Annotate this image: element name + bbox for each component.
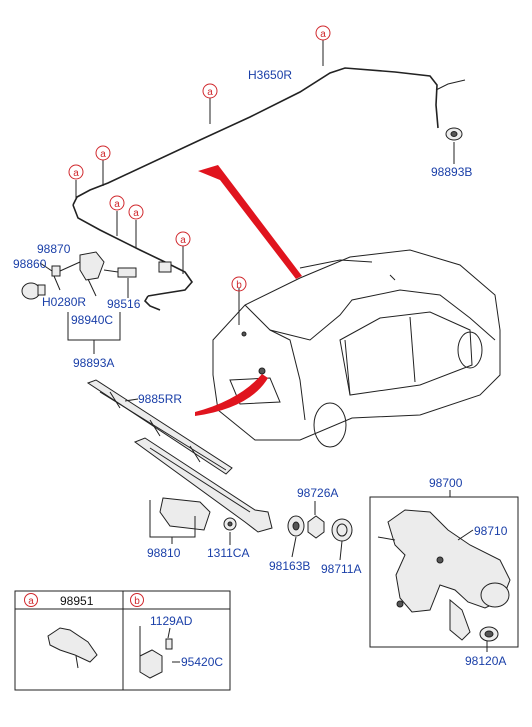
table-part-98951: 98951 bbox=[60, 594, 94, 608]
svg-text:a: a bbox=[133, 208, 139, 219]
label-98893B: 98893B bbox=[431, 165, 472, 179]
connector-98940C bbox=[59, 251, 105, 281]
svg-text:a: a bbox=[73, 168, 79, 179]
connector-98516 bbox=[103, 261, 172, 278]
label-98120A: 98120A bbox=[465, 654, 506, 668]
svg-text:a: a bbox=[320, 29, 326, 40]
label-98860: 98860 bbox=[13, 257, 47, 271]
seal-98711A bbox=[331, 518, 353, 542]
clip-98951 bbox=[47, 627, 98, 669]
svg-text:a: a bbox=[207, 87, 213, 98]
table-ref-b: b bbox=[130, 593, 144, 607]
grommet-98893B bbox=[445, 127, 463, 141]
label-98810: 98810 bbox=[147, 546, 181, 560]
ref-marker-a: a bbox=[109, 195, 125, 211]
callout-arrow-wiper bbox=[195, 374, 268, 416]
ref-marker-a: a bbox=[68, 164, 84, 180]
ref-markers: a a a a a a a b bbox=[68, 25, 331, 292]
callout-arrow-hose bbox=[198, 165, 302, 279]
label-98516: 98516 bbox=[107, 297, 141, 311]
svg-text:a: a bbox=[28, 596, 34, 607]
svg-text:a: a bbox=[180, 235, 186, 246]
table-ref-a: a bbox=[24, 593, 38, 607]
label-98940C: 98940C bbox=[71, 313, 113, 327]
wiper-blade-9885RR bbox=[86, 379, 233, 475]
svg-text:a: a bbox=[114, 199, 120, 210]
label-H0280R: H0280R bbox=[42, 295, 86, 309]
ref-marker-a: a bbox=[315, 25, 331, 41]
nozzle-98860 bbox=[21, 282, 46, 300]
ref-marker-a: a bbox=[202, 83, 218, 99]
part-labels: H3650R 98893B 98870 98860 H0280R 98516 9… bbox=[13, 68, 508, 668]
washer-hose-H3650R bbox=[72, 67, 466, 311]
label-98163B: 98163B bbox=[269, 559, 310, 573]
label-1311CA: 1311CA bbox=[207, 546, 249, 560]
nut-1311CA bbox=[223, 517, 237, 531]
ref-marker-a: a bbox=[95, 145, 111, 161]
label-H3650R: H3650R bbox=[248, 68, 292, 82]
ref-marker-a: a bbox=[175, 231, 191, 247]
bracket-95420C bbox=[139, 626, 180, 679]
motor-assembly-box bbox=[369, 496, 519, 648]
label-98726A: 98726A bbox=[297, 486, 338, 500]
label-98870: 98870 bbox=[37, 242, 71, 256]
leader-lines bbox=[39, 40, 488, 652]
ref-marker-b: b bbox=[231, 276, 247, 292]
svg-text:b: b bbox=[134, 596, 140, 607]
valve-98870 bbox=[51, 265, 61, 277]
label-9885RR: 9885RR bbox=[138, 392, 182, 406]
svg-text:b: b bbox=[236, 280, 242, 291]
table-part-1129AD: 1129AD bbox=[150, 614, 193, 628]
label-98700: 98700 bbox=[429, 476, 463, 490]
grommet-98120A bbox=[479, 626, 499, 642]
reference-table: a 98951 b 1129AD 95420C bbox=[14, 590, 231, 691]
label-98711A: 98711A bbox=[321, 562, 361, 576]
svg-text:a: a bbox=[100, 149, 106, 160]
label-98893A: 98893A bbox=[73, 356, 114, 370]
cap-98726A bbox=[307, 515, 325, 539]
vehicle-illustration bbox=[212, 249, 501, 448]
table-part-95420C: 95420C bbox=[181, 655, 223, 669]
ref-marker-a: a bbox=[128, 204, 144, 220]
wiper-arm-98810 bbox=[133, 437, 273, 533]
washer-nut-98163B bbox=[287, 515, 305, 537]
label-98710: 98710 bbox=[474, 524, 508, 538]
